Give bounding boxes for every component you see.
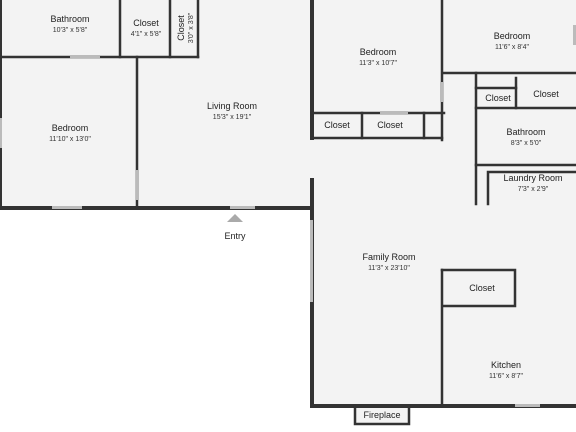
floor-right-wing <box>312 0 576 140</box>
windows <box>0 25 576 407</box>
dims-kitchen: 11'6" x 8'7" <box>489 373 523 380</box>
floor-lower-right <box>312 130 576 406</box>
entry-arrow-icon <box>227 214 243 222</box>
window-bedroom-left-bottom <box>52 206 82 209</box>
dims-bedroom-center: 11'3" x 10'7" <box>359 60 397 67</box>
label-bedroom-center: Bedroom <box>360 47 397 57</box>
window-family-left <box>310 220 313 302</box>
label-closet-right-1: Closet <box>485 93 511 103</box>
label-closet-kitchen: Closet <box>469 283 495 293</box>
label-closet-mid-1: Closet <box>324 120 350 130</box>
dims-bedroom-right: 11'6" x 8'4" <box>495 44 529 51</box>
label-bathroom-right: Bathroom <box>506 127 545 137</box>
label-living-room: Living Room <box>207 101 257 111</box>
window-kitchen-bottom <box>515 404 540 407</box>
dims-living-room: 15'3" x 19'1" <box>213 114 252 121</box>
label-bathroom-top-left: Bathroom <box>50 14 89 24</box>
fireplace-box <box>353 404 411 426</box>
dims-family-room: 11'3" x 23'10" <box>368 265 410 272</box>
label-closet-mid-2: Closet <box>377 120 403 130</box>
window-bedroom-center-bottom <box>380 111 408 114</box>
dims-closet-top-1: 4'1" x 5'8" <box>131 31 162 38</box>
dims-bedroom-left: 11'10" x 13'0" <box>49 136 91 143</box>
dims-laundry-room: 7'3" x 2'9" <box>518 186 549 193</box>
window-bedroom-left-divider <box>136 170 139 200</box>
label-closet-top-1: Closet <box>133 18 159 28</box>
floor-upper-left <box>0 0 312 208</box>
room-labels: Bathroom 10'3" x 5'8" Closet 4'1" x 5'8"… <box>49 12 562 420</box>
label-fireplace: Fireplace <box>363 410 400 420</box>
window-bedroom-left-side <box>0 118 2 148</box>
label-bedroom-right: Bedroom <box>494 31 531 41</box>
label-bedroom-left: Bedroom <box>52 123 89 133</box>
floor-fireplace <box>354 406 410 424</box>
window-right-edge <box>573 25 576 45</box>
label-entry: Entry <box>224 231 246 241</box>
window-living-bottom <box>230 206 255 209</box>
window-bedroom-center-right <box>440 82 443 102</box>
label-family-room: Family Room <box>362 252 415 262</box>
label-kitchen: Kitchen <box>491 360 521 370</box>
wall-laundry-box <box>486 170 576 206</box>
label-laundry-room: Laundry Room <box>503 173 562 183</box>
dims-bathroom-top-left: 10'3" x 5'8" <box>53 27 88 34</box>
dims-closet-top-2: 3'0" x 3'8" <box>188 12 195 43</box>
walls <box>0 0 576 408</box>
closet-top-2-labels: Closet 3'0" x 3'8" <box>176 12 195 43</box>
window-bathroom-top <box>70 55 100 58</box>
label-closet-right-2: Closet <box>533 89 559 99</box>
wall-kitchen-closet-top <box>440 268 517 308</box>
label-closet-top-2: Closet <box>176 15 186 41</box>
dims-bathroom-right: 8'3" x 5'0" <box>511 140 542 147</box>
